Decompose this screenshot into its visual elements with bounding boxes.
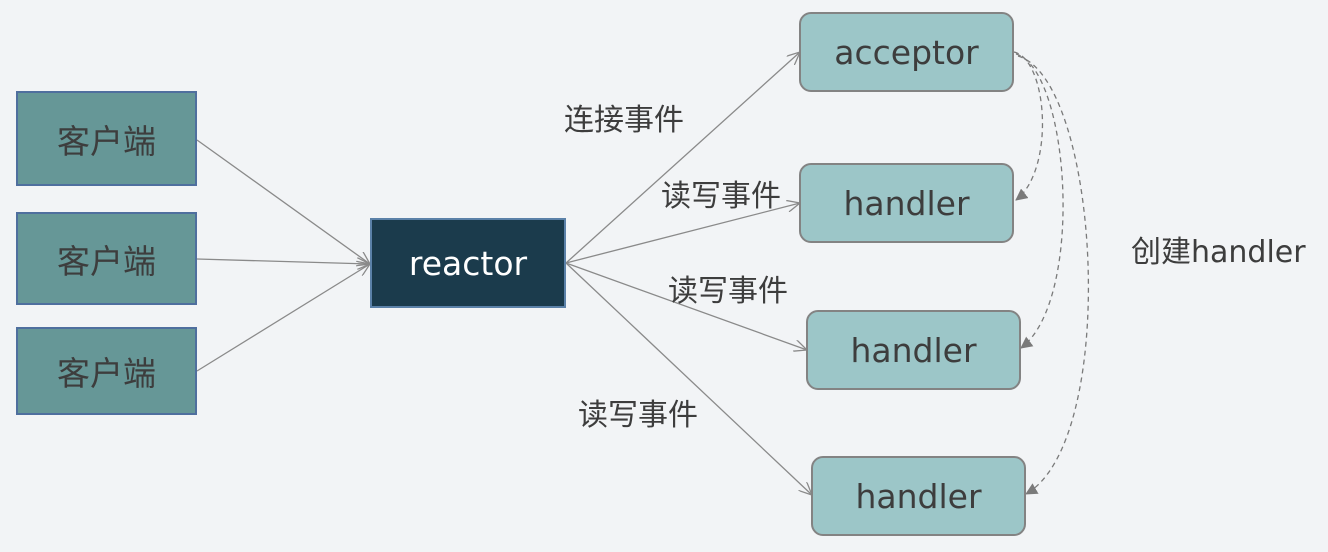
connect-event-label: 连接事件 [564, 103, 684, 138]
create-handler-label: 创建handler [1131, 235, 1306, 270]
acceptor-label: acceptor [834, 32, 979, 72]
edge-acceptor-handler3 [1017, 55, 1090, 495]
handler-node-1: handler [799, 163, 1014, 243]
client-label: 客户端 [57, 354, 156, 393]
client-node-1: 客户端 [16, 91, 197, 186]
rw-event-label-2: 读写事件 [668, 274, 788, 309]
rw-event-label-3: 读写事件 [578, 398, 698, 433]
rw-event-label-1: 读写事件 [661, 179, 781, 214]
handler-label: handler [855, 476, 982, 516]
reactor-label: reactor [408, 243, 528, 283]
edge-acceptor-handler2 [1015, 53, 1064, 349]
edge-reactor-handler3 [565, 262, 812, 495]
handler-label: handler [850, 330, 977, 370]
client-node-3: 客户端 [16, 327, 197, 415]
client-label: 客户端 [57, 121, 156, 161]
acceptor-node: acceptor [799, 12, 1014, 92]
handler-label: handler [843, 183, 970, 223]
client-label: 客户端 [57, 241, 156, 281]
handler-node-3: handler [811, 456, 1026, 536]
edge-reactor-handler1 [565, 203, 800, 264]
reactor-node: reactor [370, 218, 566, 308]
edge-client3-reactor [196, 264, 370, 372]
edge-client1-reactor [196, 139, 370, 264]
edge-reactor-handler2 [565, 262, 807, 350]
handler-node-2: handler [806, 310, 1021, 390]
edge-client2-reactor [196, 259, 370, 264]
edge-reactor-acceptor [565, 52, 800, 264]
client-node-2: 客户端 [16, 212, 197, 305]
